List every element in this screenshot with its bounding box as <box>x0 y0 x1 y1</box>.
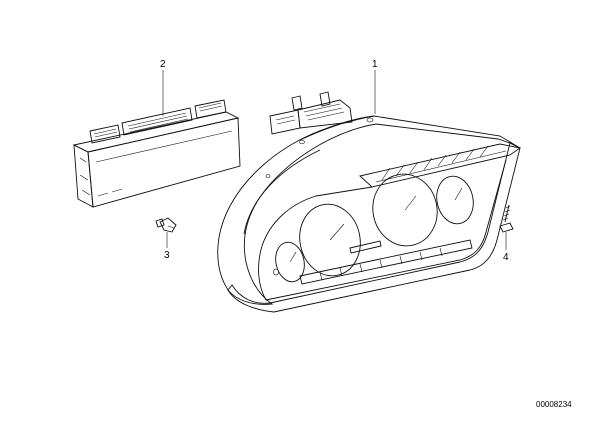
part-2-control-module[interactable] <box>72 99 241 208</box>
callout-1: 1 <box>372 59 378 70</box>
document-number: 00008234 <box>536 400 572 409</box>
callout-3: 3 <box>164 250 170 261</box>
callout-2: 2 <box>160 59 166 70</box>
part-3-bulb-socket[interactable] <box>155 217 177 233</box>
callout-4: 4 <box>503 252 509 263</box>
part-4-screw[interactable] <box>499 204 514 233</box>
part-1-instrument-cluster[interactable] <box>217 91 522 313</box>
leader-lines <box>162 70 507 250</box>
